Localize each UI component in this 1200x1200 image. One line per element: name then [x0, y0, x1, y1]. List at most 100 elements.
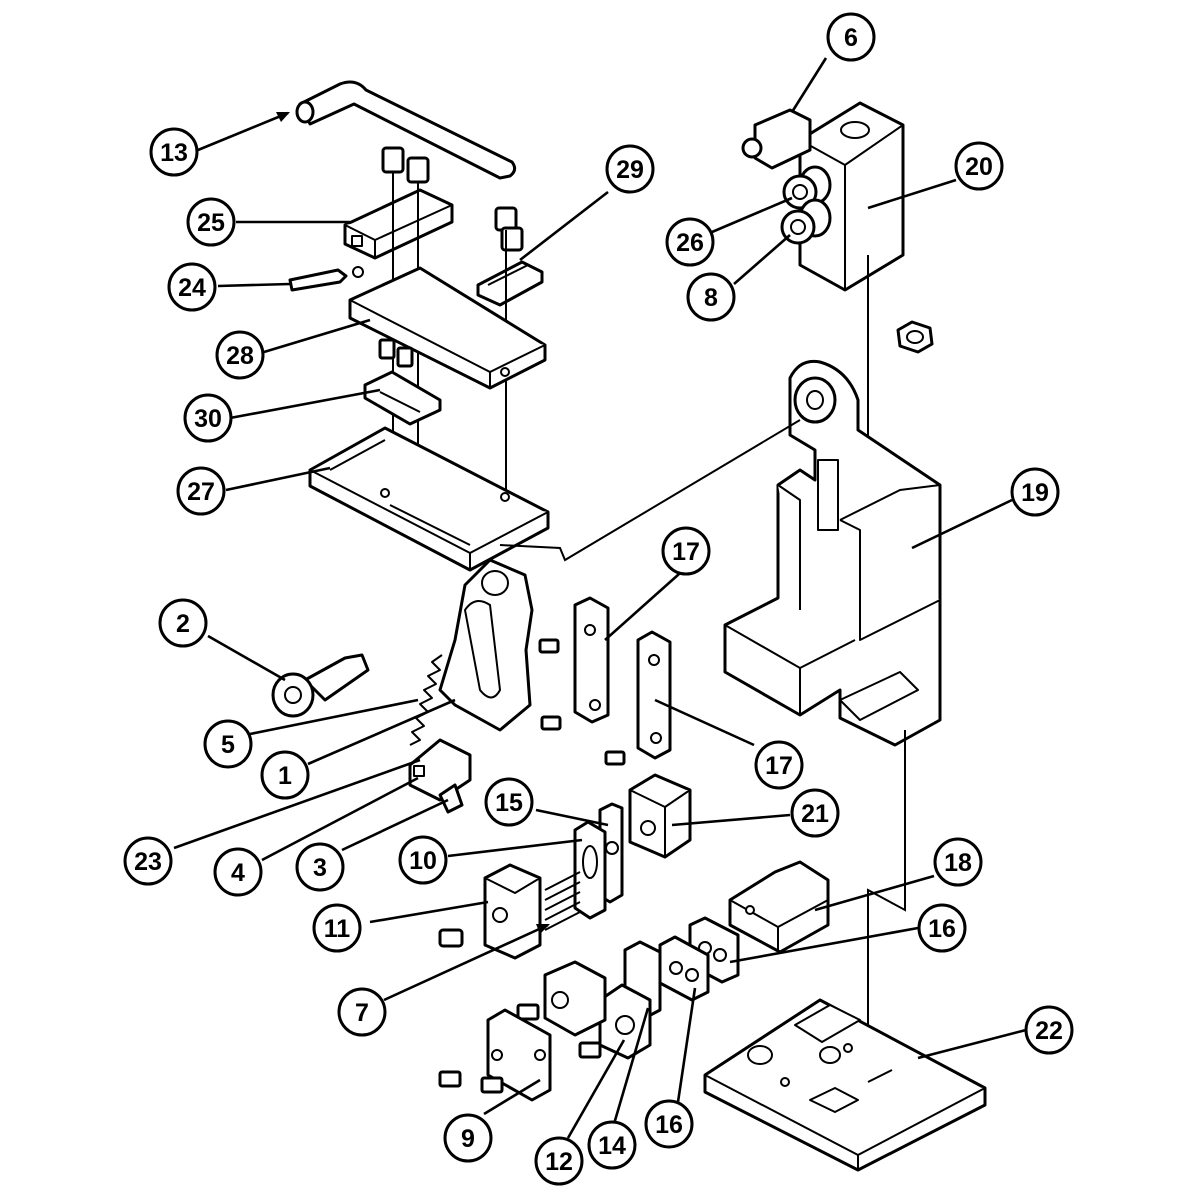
- callout-2: 2: [158, 598, 208, 648]
- callout-15: 15: [484, 777, 534, 827]
- leader-9: [483, 1078, 541, 1116]
- callout-label: 10: [409, 847, 437, 875]
- callout-6: 6: [826, 12, 876, 62]
- callout-label: 5: [221, 731, 235, 759]
- callout-circle: [123, 836, 173, 886]
- callout-28: 28: [215, 330, 265, 380]
- callout-label: 16: [655, 1111, 683, 1139]
- part-26-roller: [782, 165, 832, 210]
- callout-25: 25: [186, 197, 236, 247]
- callout-circle: [1010, 467, 1060, 517]
- callout-label: 3: [313, 854, 327, 882]
- callout-label: 15: [495, 789, 523, 817]
- callout-circle: [312, 903, 362, 953]
- leader-22: [917, 1028, 1027, 1060]
- part-22-base-plate: [703, 998, 987, 1172]
- callout-26: 26: [665, 217, 715, 267]
- part-1-lever: [438, 558, 534, 732]
- callout-circle: [203, 719, 253, 769]
- part-19-main-frame: [723, 359, 942, 747]
- callout-29: 29: [605, 144, 655, 194]
- leader-16a: [729, 926, 919, 964]
- arrow-7: [536, 924, 550, 934]
- leader-27: [225, 466, 331, 492]
- callout-label: 21: [801, 800, 829, 828]
- leader-21: [671, 813, 791, 827]
- part-3-blade: [438, 783, 464, 814]
- leader-10: [447, 838, 583, 858]
- callout-8: 8: [686, 272, 736, 322]
- leader-16b: [676, 987, 697, 1103]
- leader-6: [790, 57, 828, 113]
- leader-15: [535, 808, 609, 827]
- leader-7: [383, 923, 549, 1002]
- callout-label: 8: [704, 284, 718, 312]
- part-5-spring: [409, 654, 443, 746]
- callout-label: 17: [672, 538, 700, 566]
- callout-27: 27: [176, 466, 226, 516]
- callout-circle: [176, 466, 226, 516]
- part-6-small-block: [741, 108, 812, 170]
- callout-circle: [1024, 1005, 1074, 1055]
- callout-13: 13: [149, 127, 199, 177]
- part-2-shoulder-screw: [271, 653, 370, 718]
- callout-label: 1: [278, 762, 292, 790]
- leader-11: [369, 900, 489, 924]
- callout-12: 12: [534, 1136, 584, 1186]
- callout-20: 20: [954, 141, 1004, 191]
- leader-5: [249, 698, 419, 736]
- callout-label: 12: [545, 1148, 573, 1176]
- leader-2: [207, 634, 286, 682]
- part-28-slide-plate: [348, 266, 547, 390]
- callout-label: 2: [176, 610, 190, 638]
- callout-14: 14: [587, 1120, 637, 1170]
- callout-9: 9: [443, 1113, 493, 1163]
- part-16-plate-left: [658, 935, 710, 1002]
- callout-circle: [954, 141, 1004, 191]
- callout-label: 24: [178, 274, 206, 302]
- callout-circle: [917, 903, 967, 953]
- part-17-link-plate-lower: [604, 630, 672, 766]
- callout-label: 25: [197, 209, 225, 237]
- callout-label: 30: [194, 405, 222, 433]
- hex-nut: [896, 320, 934, 354]
- leader-23: [173, 758, 421, 850]
- callout-label: 11: [324, 915, 351, 943]
- leader-4: [261, 776, 419, 862]
- axis-line-upper: [499, 419, 801, 562]
- callout-circle: [158, 598, 208, 648]
- leader-19: [911, 498, 1013, 550]
- leader-17b: [654, 698, 755, 747]
- part-10-plate: [573, 820, 607, 920]
- callout-label: 20: [965, 153, 993, 181]
- leader-8: [733, 234, 791, 285]
- callout-label: 29: [616, 156, 644, 184]
- callout-label: 26: [676, 229, 704, 257]
- callout-19: 19: [1010, 467, 1060, 517]
- callout-1: 1: [260, 750, 310, 800]
- leader-lines: [173, 57, 1027, 1139]
- leader-29: [519, 190, 609, 262]
- callout-circle: [790, 788, 840, 838]
- part-30-plate: [363, 338, 442, 426]
- callout-circle: [661, 526, 711, 576]
- leader-13: [197, 111, 289, 152]
- callout-circle: [754, 740, 804, 790]
- part-8-roller: [780, 198, 832, 245]
- callout-circle: [686, 272, 736, 322]
- callout-circle: [295, 842, 345, 892]
- callout-7: 7: [337, 987, 387, 1037]
- part-21-block: [628, 773, 692, 859]
- callout-circle: [665, 217, 715, 267]
- part-11-guide-block: [438, 863, 542, 960]
- callout-label: 9: [461, 1125, 475, 1153]
- leader-30: [229, 388, 381, 420]
- callout-circle: [826, 12, 876, 62]
- callout-label: 23: [134, 848, 162, 876]
- callout-circle: [933, 837, 983, 887]
- callout-11: 11: [312, 903, 362, 953]
- callout-circle: [186, 197, 236, 247]
- callout-circle: [443, 1113, 493, 1163]
- callout-label: 28: [226, 342, 254, 370]
- callout-circle: [587, 1120, 637, 1170]
